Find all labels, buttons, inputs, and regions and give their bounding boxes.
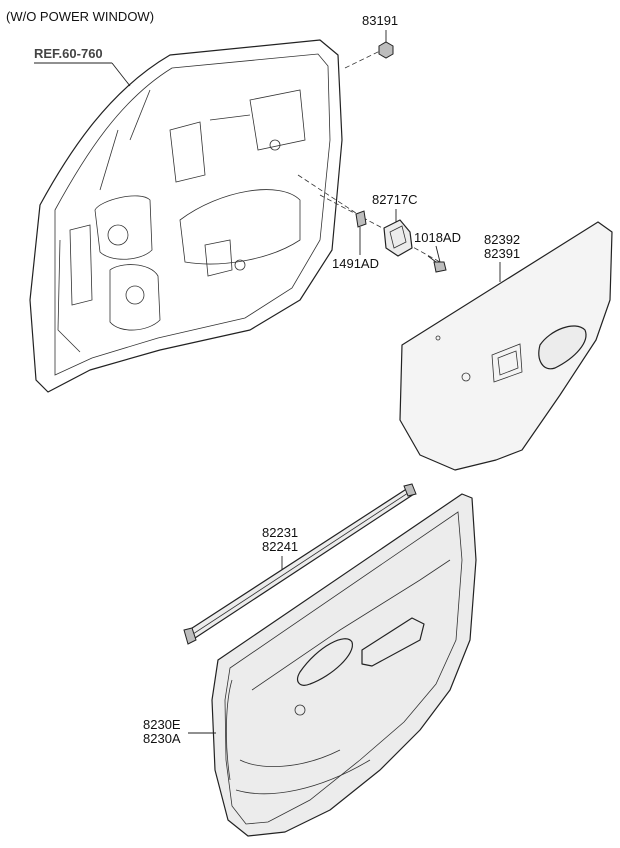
- door-frame: [29, 39, 343, 393]
- label-8230e[interactable]: 8230E: [143, 717, 181, 732]
- screw-1018ad[interactable]: [427, 255, 447, 273]
- variant-title: (W/O POWER WINDOW): [6, 9, 154, 24]
- assembly-line-83191: [344, 49, 383, 69]
- label-1018ad[interactable]: 1018AD: [414, 230, 461, 245]
- label-1491ad[interactable]: 1491AD: [332, 256, 379, 271]
- ref-label[interactable]: REF.60-760: [34, 46, 103, 61]
- assembly-line-82717c: [319, 194, 391, 233]
- label-82392[interactable]: 82392: [484, 232, 520, 247]
- label-82231[interactable]: 82231: [262, 525, 298, 540]
- label-83191[interactable]: 83191: [362, 13, 398, 28]
- label-82241[interactable]: 82241: [262, 539, 298, 554]
- ref-leader: [111, 62, 131, 87]
- door-trim-panel-82391[interactable]: [399, 221, 613, 471]
- handle-82717c[interactable]: [383, 219, 413, 257]
- assembly-line-1491ad: [297, 174, 363, 218]
- label-8230a[interactable]: 8230A: [143, 731, 181, 746]
- clip-1491ad[interactable]: [355, 210, 367, 228]
- leader-1018ad: [435, 245, 441, 263]
- weatherstrip-82231[interactable]: [183, 483, 417, 645]
- label-82717c[interactable]: 82717C: [372, 192, 418, 207]
- clip-83191[interactable]: [378, 41, 394, 59]
- label-82391[interactable]: 82391: [484, 246, 520, 261]
- door-trim-assembly-8230a[interactable]: [211, 493, 477, 837]
